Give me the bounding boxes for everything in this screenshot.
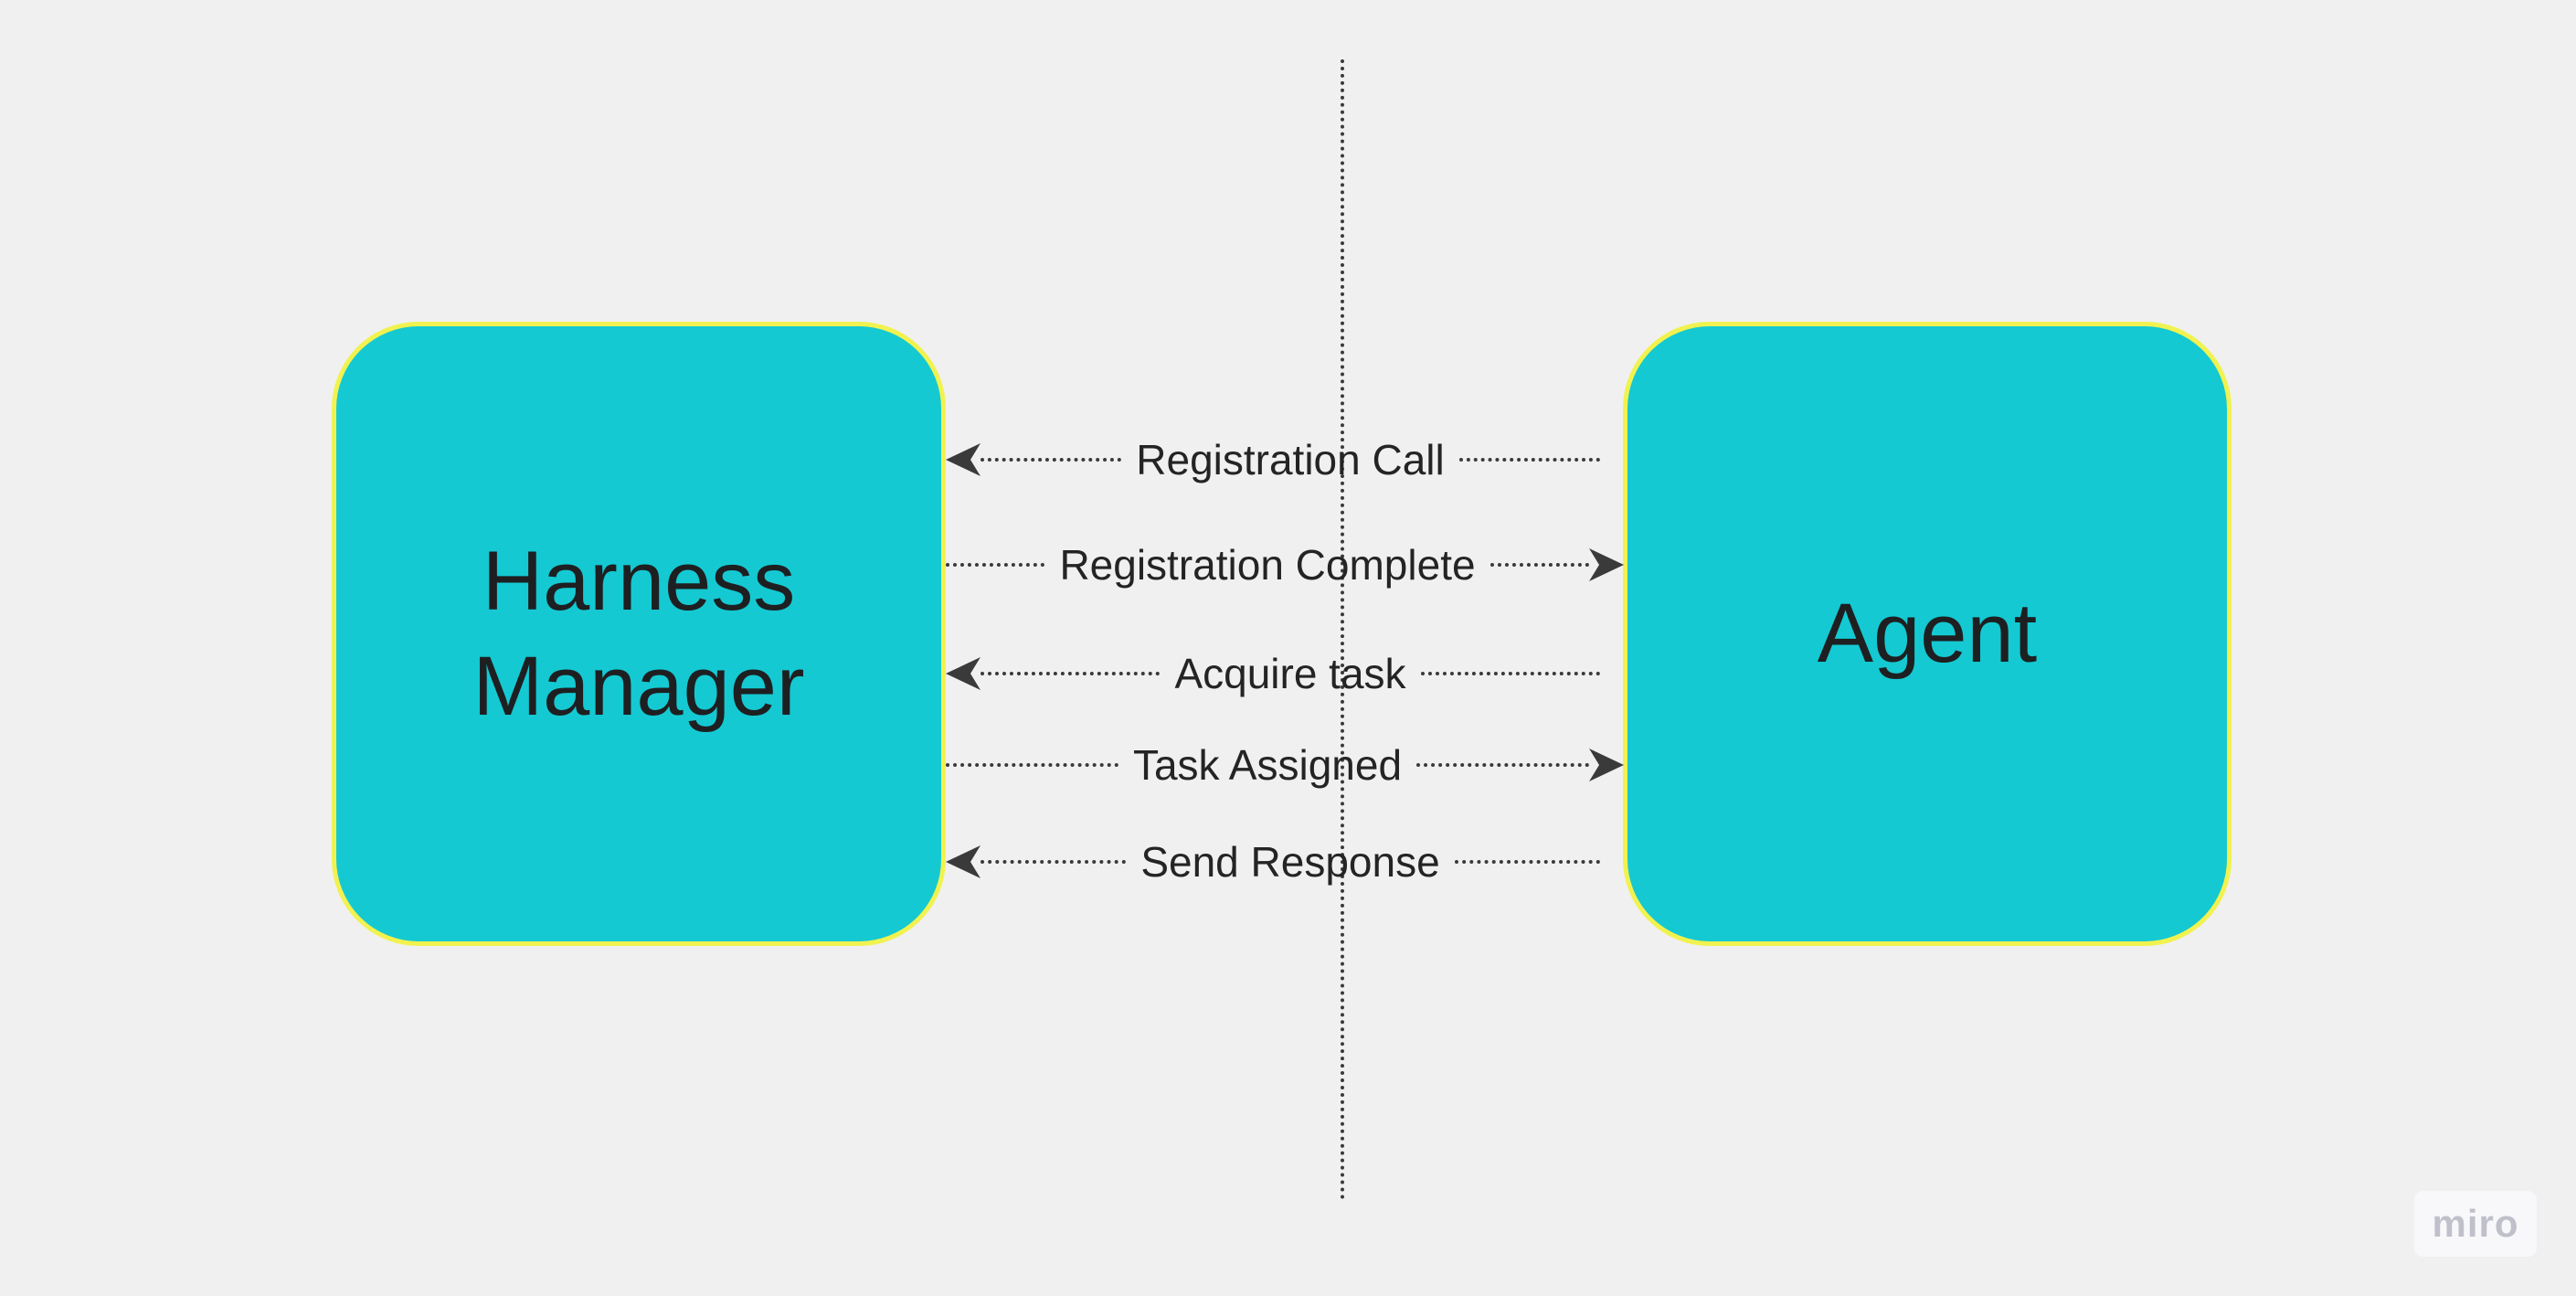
dotted-connector-segment [981, 672, 1161, 675]
dotted-connector-segment [946, 563, 1045, 567]
dotted-connector-segment [981, 458, 1122, 462]
message-label: Acquire task [1174, 650, 1406, 697]
dotted-connector-segment [1489, 563, 1590, 567]
dotted-connector-segment [1458, 458, 1601, 462]
lifeline-dotted-line[interactable] [1341, 59, 1344, 1200]
node-agent[interactable]: Agent [1623, 322, 2231, 946]
arrowhead-left-icon [946, 657, 981, 690]
message-registration-call[interactable]: Registration Call [946, 434, 1624, 485]
message-acquire-task[interactable]: Acquire task [946, 648, 1624, 699]
message-send-response[interactable]: Send Response [946, 836, 1624, 887]
node-harness-manager[interactable]: Harness Manager [332, 322, 946, 946]
dotted-connector-segment [981, 860, 1127, 864]
miro-watermark: miro [2414, 1191, 2537, 1257]
arrowhead-right-icon [1589, 749, 1624, 781]
message-label: Send Response [1140, 838, 1440, 886]
node-harness-manager-label: Harness Manager [472, 534, 805, 733]
message-label: Task Assigned [1132, 741, 1403, 789]
message-label: Registration Call [1136, 436, 1445, 483]
arrowhead-left-icon [946, 845, 981, 878]
miro-logo-text: miro [2432, 1202, 2519, 1245]
arrowhead-right-icon [1589, 548, 1625, 581]
message-registration-complete[interactable]: Registration Complete [946, 539, 1625, 590]
dotted-connector-segment [1416, 763, 1589, 767]
dotted-connector-segment [1420, 672, 1600, 675]
node-agent-label: Agent [1817, 587, 2038, 680]
dotted-connector-segment [1454, 860, 1601, 864]
arrowhead-left-icon [946, 443, 981, 476]
message-label: Registration Complete [1059, 541, 1476, 589]
dotted-connector-segment [946, 763, 1118, 767]
message-task-assigned[interactable]: Task Assigned [946, 739, 1624, 791]
